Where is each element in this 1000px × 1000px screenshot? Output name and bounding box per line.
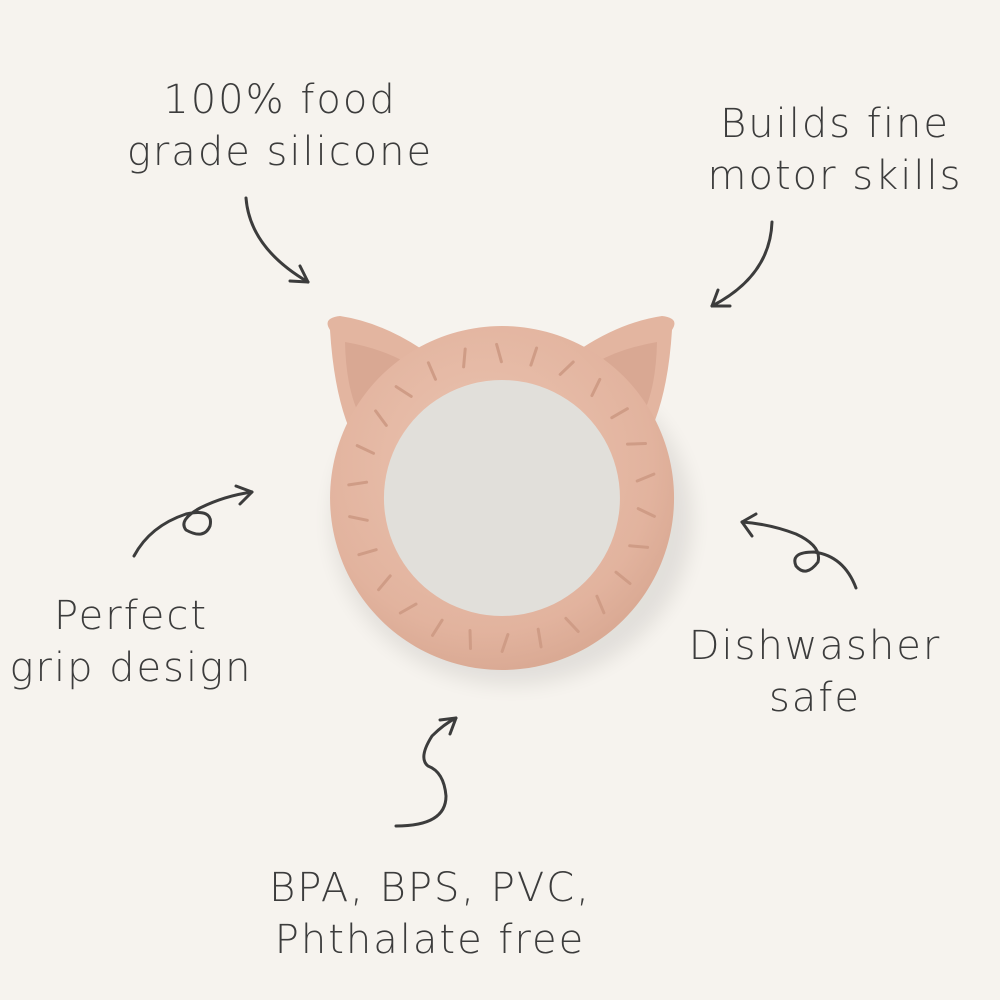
feature-food-grade: 100% food grade silicone <box>110 74 450 178</box>
texture-dash <box>398 602 418 615</box>
texture-dash <box>536 627 543 649</box>
feature-motor-skills-line-2: motor skills <box>707 153 963 199</box>
texture-dash <box>374 409 388 427</box>
texture-dash <box>426 361 437 381</box>
left-ear-inner <box>345 342 405 420</box>
arrow-grip-icon <box>132 484 254 558</box>
texture-dash <box>564 616 580 633</box>
feature-grip: Perfect grip design <box>0 590 262 694</box>
feature-food-grade-line-2: grade silicone <box>126 129 434 175</box>
texture-dash <box>347 480 369 487</box>
texture-dash <box>355 444 375 455</box>
texture-dash <box>614 570 632 585</box>
feature-dishwasher-line-1: Dishwasher <box>688 623 942 669</box>
feature-grip-line-2: grip design <box>9 645 253 691</box>
texture-dash <box>636 507 656 518</box>
texture-dash <box>529 346 539 367</box>
texture-dash <box>635 472 656 483</box>
feature-food-grade-line-1: 100% food <box>163 77 397 123</box>
texture-dash <box>348 515 369 522</box>
texture-dash <box>468 629 472 650</box>
texture-dash <box>590 377 602 398</box>
arrow-dish-icon <box>740 512 858 590</box>
feature-motor-skills: Builds fine motor skills <box>690 98 980 202</box>
texture-dash <box>495 342 503 364</box>
texture-dash <box>431 618 444 637</box>
texture-dash <box>394 385 413 398</box>
feature-dishwasher-line-2: safe <box>768 675 862 721</box>
texture-dash <box>595 594 606 615</box>
arrow-bpa-icon <box>394 716 458 828</box>
texture-dash <box>626 442 647 446</box>
texture-dash <box>377 574 392 592</box>
feature-motor-skills-line-1: Builds fine <box>720 101 950 147</box>
feature-dishwasher: Dishwasher safe <box>670 620 960 724</box>
feature-bpa-free: BPA, BPS, PVC, Phthalate free <box>230 862 630 966</box>
texture-dash <box>357 548 378 557</box>
arrow-motor-icon <box>710 220 774 308</box>
feature-bpa-free-line-1: BPA, BPS, PVC, <box>269 865 591 911</box>
feature-bpa-free-line-2: Phthalate free <box>274 917 586 963</box>
arrow-food-icon <box>244 196 310 284</box>
feature-grip-line-1: Perfect <box>53 593 209 639</box>
texture-dash <box>628 544 650 549</box>
teether-ring <box>330 326 675 670</box>
texture-dash <box>610 407 629 420</box>
texture-dash <box>462 347 467 369</box>
texture-dash <box>500 633 510 653</box>
ring-texture <box>347 342 656 653</box>
texture-dash <box>558 360 575 376</box>
